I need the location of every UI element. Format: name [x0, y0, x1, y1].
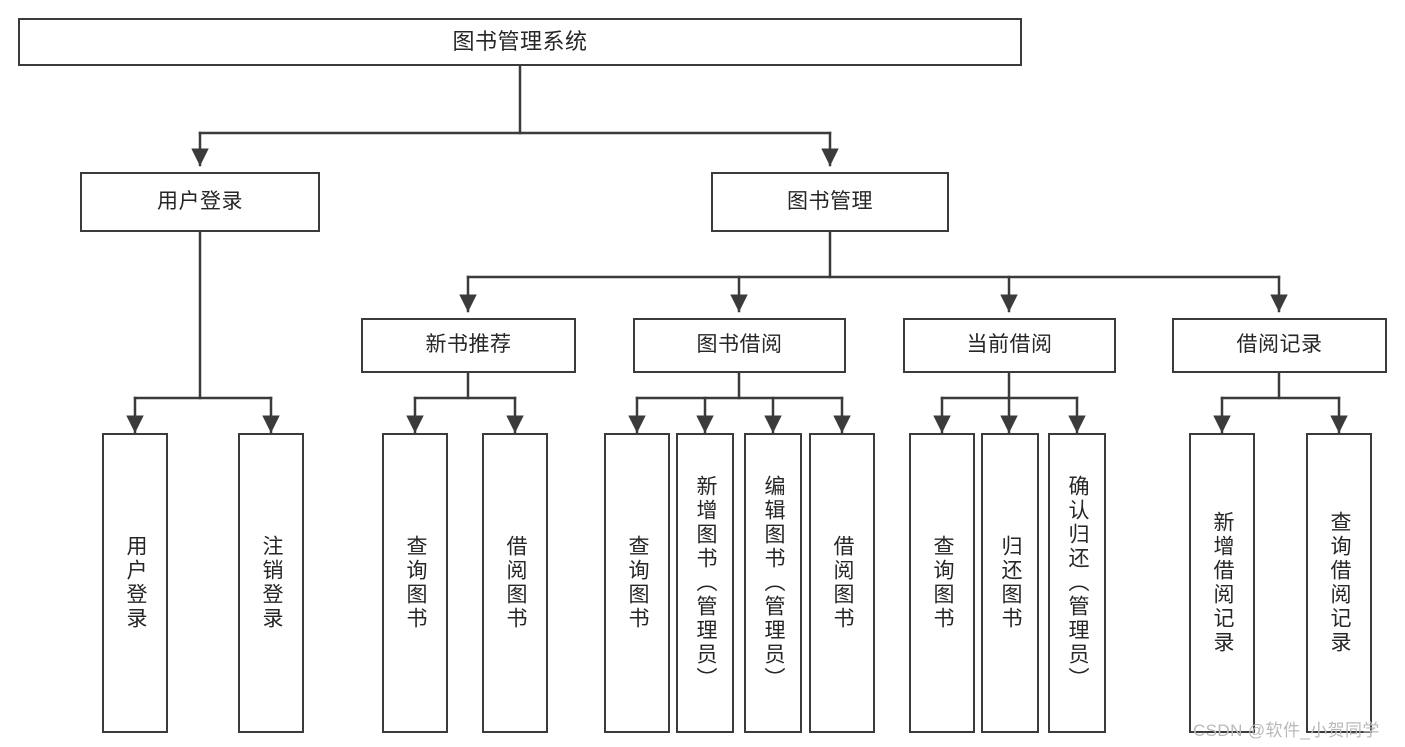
watermark-text: CSDN @软件_小贺同学 — [1193, 721, 1380, 740]
node-label: 借阅记录 — [1236, 333, 1323, 357]
node-user-login[interactable]: 用户登录 — [80, 172, 320, 232]
node-label: 当前借阅 — [966, 333, 1053, 357]
node-label: 查询图书 — [931, 535, 955, 631]
node-borrowing-record[interactable]: 借阅记录 — [1172, 318, 1387, 373]
node-root-book-management-system[interactable]: 图书管理系统 — [18, 18, 1022, 66]
leaf-edit-book-admin[interactable]: 编辑图书（管理员） — [744, 433, 802, 733]
node-new-book-recommendation[interactable]: 新书推荐 — [361, 318, 576, 373]
leaf-borrow-book-new[interactable]: 借阅图书 — [482, 433, 548, 733]
node-label: 新增借阅记录 — [1211, 511, 1235, 655]
node-label: 新书推荐 — [425, 333, 512, 357]
leaf-add-borrow-record[interactable]: 新增借阅记录 — [1189, 433, 1255, 733]
leaf-confirm-return-admin[interactable]: 确认归还（管理员） — [1048, 433, 1106, 733]
leaf-query-book-new[interactable]: 查询图书 — [382, 433, 448, 733]
leaf-logout-login[interactable]: 注销登录 — [238, 433, 304, 733]
leaf-add-book-admin[interactable]: 新增图书（管理员） — [676, 433, 734, 733]
node-label: 图书借阅 — [696, 333, 783, 357]
leaf-query-book-current[interactable]: 查询图书 — [909, 433, 975, 733]
node-label: 借阅图书 — [831, 535, 855, 631]
node-label: 注销登录 — [260, 535, 284, 631]
node-label: 查询图书 — [404, 535, 428, 631]
leaf-borrow-book[interactable]: 借阅图书 — [809, 433, 875, 733]
node-label: 查询借阅记录 — [1328, 511, 1352, 655]
leaf-query-borrow-record[interactable]: 查询借阅记录 — [1306, 433, 1372, 733]
node-label: 图书管理系统 — [452, 29, 588, 55]
node-label: 用户登录 — [124, 535, 148, 631]
node-label: 用户登录 — [157, 189, 243, 213]
node-label: 归还图书 — [999, 535, 1023, 631]
leaf-return-book[interactable]: 归还图书 — [981, 433, 1039, 733]
node-label: 编辑图书（管理员） — [762, 475, 786, 691]
node-label: 图书管理 — [787, 189, 873, 213]
node-label: 新增图书（管理员） — [694, 475, 718, 691]
node-label: 确认归还（管理员） — [1066, 475, 1090, 691]
node-label: 查询图书 — [626, 535, 650, 631]
node-book-management[interactable]: 图书管理 — [711, 172, 949, 232]
leaf-query-book-borrow[interactable]: 查询图书 — [604, 433, 670, 733]
node-label: 借阅图书 — [504, 535, 528, 631]
node-current-borrowing[interactable]: 当前借阅 — [903, 318, 1116, 373]
watermark-csdn: CSDN @软件_小贺同学 — [1193, 716, 1380, 741]
leaf-user-login[interactable]: 用户登录 — [102, 433, 168, 733]
node-book-borrowing[interactable]: 图书借阅 — [633, 318, 846, 373]
